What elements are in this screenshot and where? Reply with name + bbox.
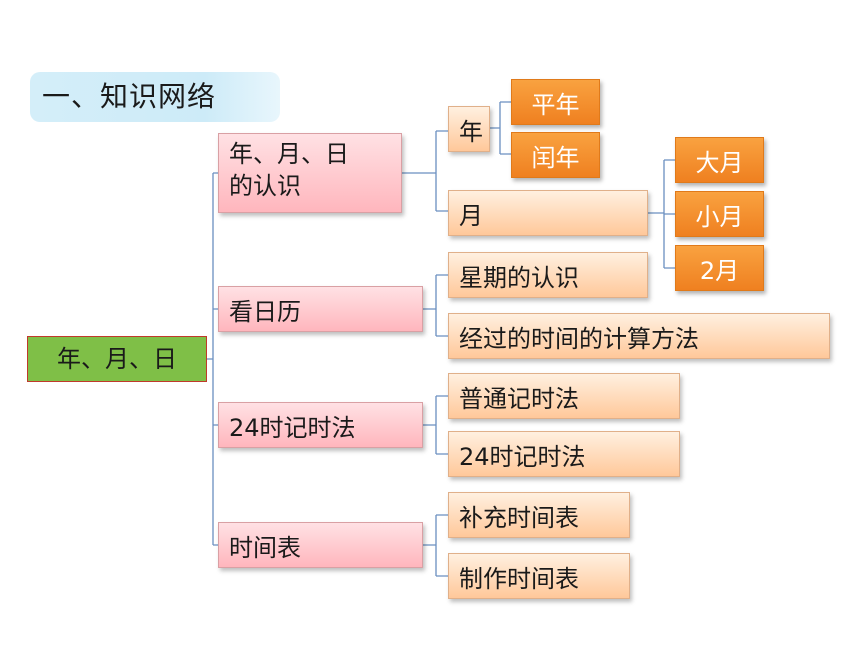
node-big-month: 大月	[675, 137, 764, 183]
section-title: 一、知识网络	[30, 72, 280, 122]
node-weekday: 星期的认识	[448, 252, 648, 298]
node-ymd: 年、月、日 的认识	[218, 133, 402, 213]
node-month: 月	[448, 190, 648, 236]
node-ymd-line2: 的认识	[229, 172, 301, 200]
node-ymd-line1: 年、月、日	[229, 140, 349, 168]
node-24hour: 24时记时法	[218, 402, 423, 448]
node-calendar: 看日历	[218, 286, 423, 332]
node-ordinary-time: 普通记时法	[448, 373, 680, 419]
node-year: 年	[448, 106, 490, 152]
node-february: 2月	[675, 245, 764, 291]
node-make-schedule: 制作时间表	[448, 553, 630, 599]
node-24hour-time: 24时记时法	[448, 431, 680, 477]
node-leap-year: 闰年	[511, 132, 600, 178]
node-small-month: 小月	[675, 191, 764, 237]
node-supplement-schedule: 补充时间表	[448, 492, 630, 538]
root-node: 年、月、日	[27, 336, 207, 382]
node-common-year: 平年	[511, 79, 600, 125]
node-elapsed-time: 经过的时间的计算方法	[448, 313, 830, 359]
node-schedule: 时间表	[218, 522, 423, 568]
